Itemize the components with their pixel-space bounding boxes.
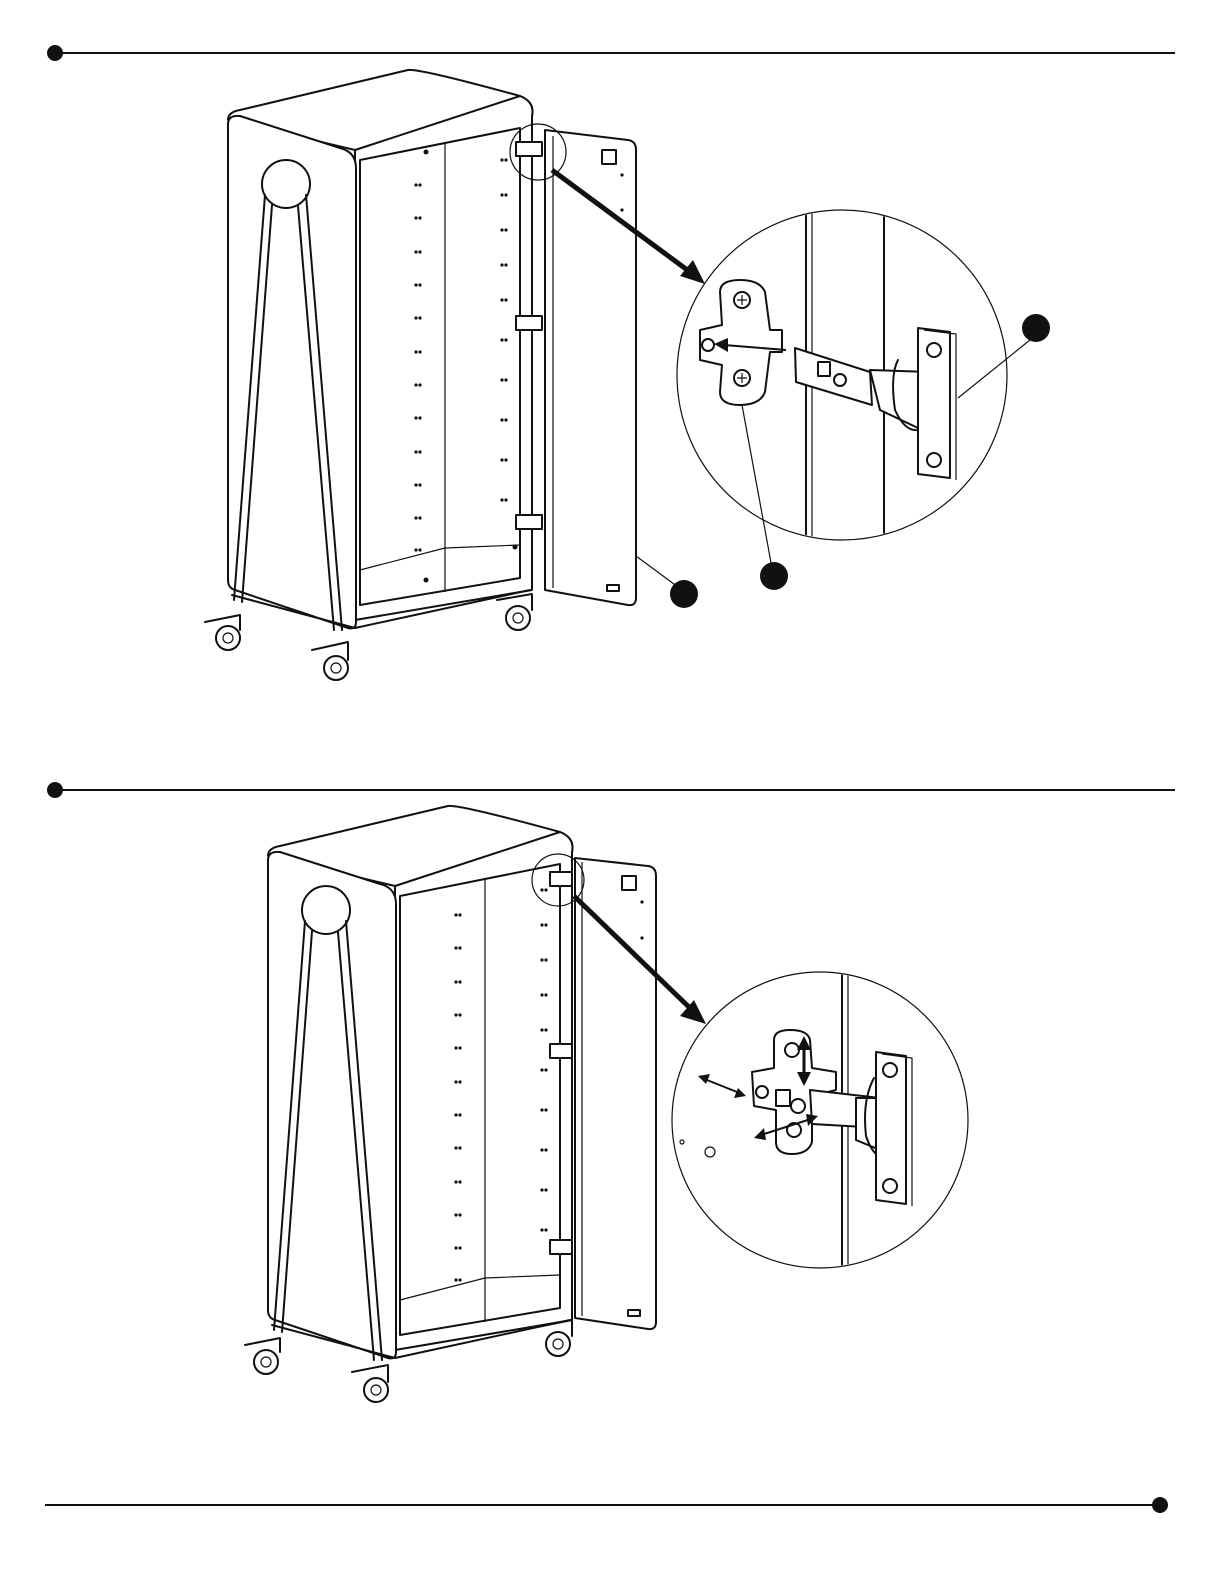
step-2-cabinet-illustration [245, 806, 656, 1402]
page-footer [45, 1497, 1168, 1513]
footer-bullet [1152, 1497, 1168, 1513]
callout-bullet-hinge [1022, 314, 1050, 342]
step-1-hinge-detail [636, 200, 1030, 590]
cabinet-door-2 [575, 858, 656, 1329]
step-2-hinge-detail [672, 960, 968, 1280]
step-2-header [47, 782, 1175, 798]
step-1-cabinet-illustration [205, 70, 636, 680]
callout-bullet-door [670, 580, 698, 608]
callout-bullet-plate [760, 562, 788, 590]
step-1-header [47, 45, 1175, 61]
